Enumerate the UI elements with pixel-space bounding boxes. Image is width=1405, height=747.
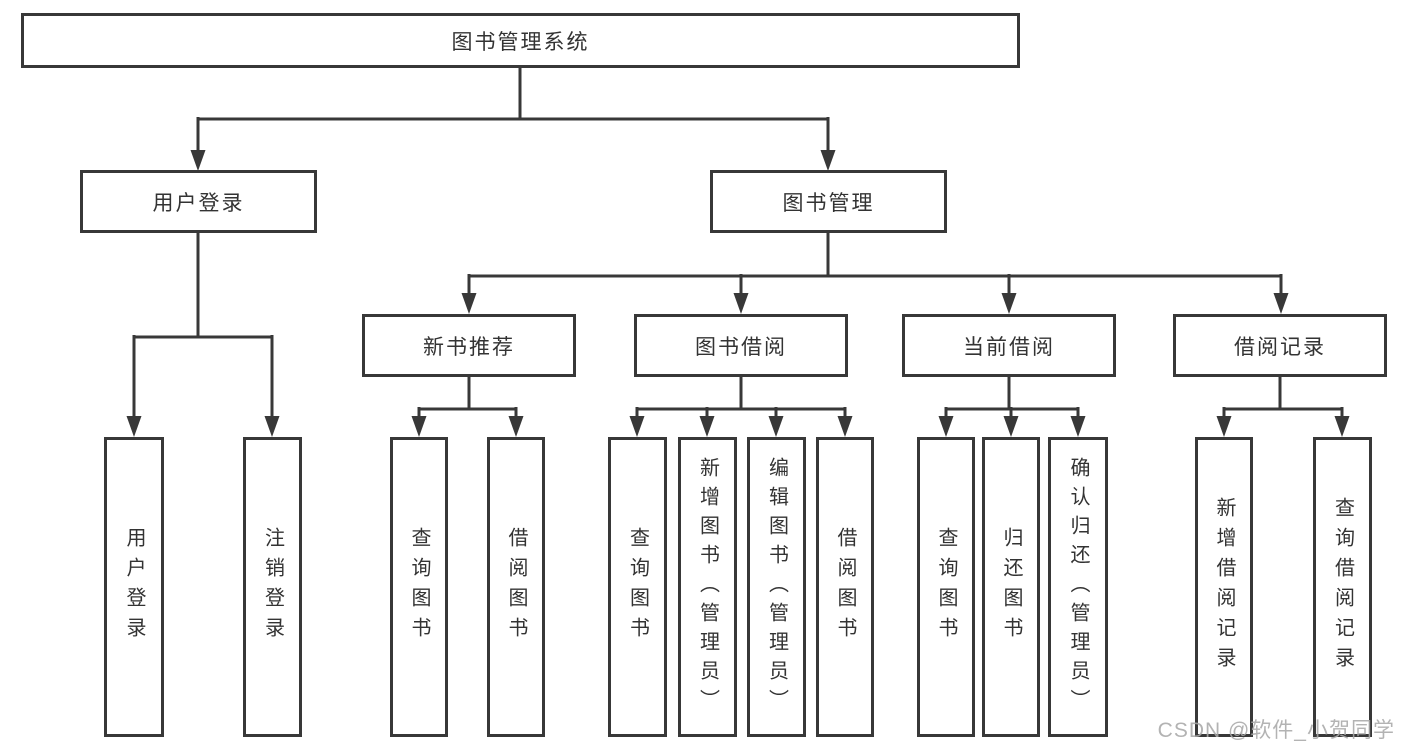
node-library-management-system: 图书管理系统 bbox=[21, 13, 1020, 68]
node-label: 借阅图书 bbox=[505, 527, 527, 647]
node-label: 用户登录 bbox=[123, 527, 145, 647]
node-borrowing-records: 借阅记录 bbox=[1173, 314, 1387, 377]
node-label: 借阅图书 bbox=[834, 527, 856, 647]
node-label: 用户登录 bbox=[152, 191, 245, 215]
arrowheads bbox=[126, 150, 1350, 437]
node-label: 查询图书 bbox=[408, 527, 430, 647]
node-label: 新书推荐 bbox=[423, 335, 515, 359]
node-label: 确认归还（管理员） bbox=[1067, 456, 1089, 718]
node-label: 归还图书 bbox=[1000, 527, 1022, 647]
leaf-query-book-current: 查询图书 bbox=[917, 437, 975, 737]
csdn-watermark: CSDN @软件_小贺同学 bbox=[1157, 719, 1395, 742]
leaf-edit-book-admin: 编辑图书（管理员） bbox=[747, 437, 806, 737]
node-label: 图书管理系统 bbox=[451, 30, 590, 54]
leaf-query-book-borrowing: 查询图书 bbox=[608, 437, 667, 737]
node-new-book-recommend: 新书推荐 bbox=[362, 314, 576, 377]
node-label: 图书管理 bbox=[782, 191, 875, 215]
leaf-add-borrow-record: 新增借阅记录 bbox=[1195, 437, 1253, 737]
leaf-return-book: 归还图书 bbox=[982, 437, 1040, 737]
leaf-borrow-book-recommend: 借阅图书 bbox=[487, 437, 545, 737]
node-user-login-branch: 用户登录 bbox=[80, 170, 317, 233]
node-label: 新增图书（管理员） bbox=[696, 456, 719, 718]
node-book-management: 图书管理 bbox=[710, 170, 947, 233]
node-label: 新增借阅记录 bbox=[1213, 497, 1235, 677]
node-label: 编辑图书（管理员） bbox=[765, 456, 788, 718]
node-label: 注销登录 bbox=[261, 527, 284, 647]
leaf-confirm-return-admin: 确认归还（管理员） bbox=[1048, 437, 1108, 737]
leaf-query-book-recommend: 查询图书 bbox=[390, 437, 448, 737]
node-label: 查询图书 bbox=[626, 527, 649, 647]
node-label: 当前借阅 bbox=[963, 335, 1055, 359]
node-label: 查询图书 bbox=[935, 527, 957, 647]
node-current-borrowing: 当前借阅 bbox=[902, 314, 1116, 377]
leaf-user-login: 用户登录 bbox=[104, 437, 164, 737]
leaf-add-book-admin: 新增图书（管理员） bbox=[678, 437, 737, 737]
node-label: 借阅记录 bbox=[1234, 335, 1326, 359]
node-label: 图书借阅 bbox=[695, 335, 787, 359]
node-label: 查询借阅记录 bbox=[1331, 497, 1354, 677]
node-book-borrowing: 图书借阅 bbox=[634, 314, 848, 377]
leaf-query-borrow-record: 查询借阅记录 bbox=[1313, 437, 1372, 737]
leaf-logout: 注销登录 bbox=[243, 437, 302, 737]
leaf-borrow-book-borrowing: 借阅图书 bbox=[816, 437, 874, 737]
